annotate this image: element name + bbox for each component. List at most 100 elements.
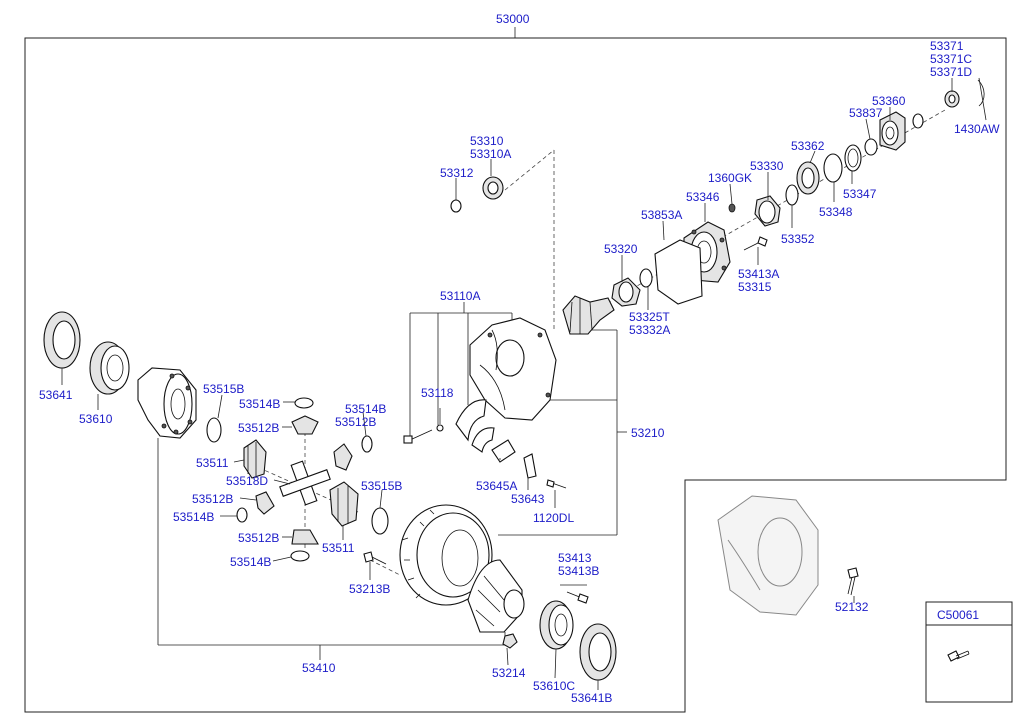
assembly-frame xyxy=(24,27,1007,713)
part-label-53110a[interactable]: 53110A xyxy=(440,289,480,303)
part-label-53348[interactable]: 53348 xyxy=(819,205,853,219)
carrier-housing-icon xyxy=(469,317,557,421)
part-label-53371c[interactable]: 53371C xyxy=(930,52,972,66)
group-brackets xyxy=(157,109,946,660)
pinion-washer-icon xyxy=(236,507,248,523)
part-label-53413a[interactable]: 53413A xyxy=(738,267,779,281)
inset-code[interactable]: C50061 xyxy=(937,608,979,622)
diff-pinion-gear-icon xyxy=(291,529,319,545)
part-label-53352[interactable]: 53352 xyxy=(781,232,815,246)
part-label-53315[interactable]: 53315 xyxy=(738,280,772,294)
part-label-53837[interactable]: 53837 xyxy=(849,106,883,120)
part-label-53610c[interactable]: 53610C xyxy=(533,679,575,693)
assembly-number[interactable]: 53000 xyxy=(496,12,530,26)
part-label-53310[interactable]: 53310 xyxy=(470,134,504,148)
part-label-53360[interactable]: 53360 xyxy=(872,94,906,108)
part-label-53410[interactable]: 53410 xyxy=(302,661,336,675)
o-ring-icon xyxy=(912,113,924,129)
side-gear-icon xyxy=(243,439,267,479)
part-label-53346[interactable]: 53346 xyxy=(686,190,720,204)
thrust-washer-icon xyxy=(206,417,222,443)
part-label-53413[interactable]: 53413 xyxy=(558,551,592,565)
inset-box xyxy=(925,601,1013,703)
part-label-53610[interactable]: 53610 xyxy=(79,412,113,426)
part-label-53312[interactable]: 53312 xyxy=(440,166,474,180)
part-label-53643[interactable]: 53643 xyxy=(511,492,545,506)
part-label-53514b[interactable]: 53514B xyxy=(230,555,271,569)
part-label-53413b[interactable]: 53413B xyxy=(558,564,599,578)
washer-icon xyxy=(864,138,878,156)
leader-lines xyxy=(61,77,987,690)
part-label-53515b[interactable]: 53515B xyxy=(361,479,402,493)
pinion-washer-icon xyxy=(290,550,310,562)
thrust-washer-icon xyxy=(371,507,389,535)
diff-pinion-gear-icon xyxy=(255,491,275,515)
differential-case-icon xyxy=(137,367,197,439)
part-label-53512b[interactable]: 53512B xyxy=(192,492,233,506)
pinion-shim-icon xyxy=(639,268,653,288)
snap-ring-icon xyxy=(450,199,462,213)
part-label-53514b[interactable]: 53514B xyxy=(173,510,214,524)
retainer-icon xyxy=(796,161,820,195)
part-label-52132[interactable]: 52132 xyxy=(835,600,869,614)
case-bolt-icon xyxy=(566,591,589,604)
cap-bolt-icon xyxy=(403,424,444,444)
part-label-1120dl[interactable]: 1120DL xyxy=(533,511,574,525)
part-label-53518d[interactable]: 53518D xyxy=(226,474,268,488)
side-bearing-cup-right-icon xyxy=(579,623,617,681)
diff-pinion-gear-icon xyxy=(333,443,353,471)
part-label-53347[interactable]: 53347 xyxy=(843,187,877,201)
lock-plate-icon xyxy=(491,439,516,463)
part-label-53371[interactable]: 53371 xyxy=(930,39,964,53)
pinion-side-parts xyxy=(450,79,985,335)
pinion-rear-bearing-icon xyxy=(611,277,641,307)
part-label-53512b[interactable]: 53512B xyxy=(238,531,279,545)
part-label-53515b[interactable]: 53515B xyxy=(203,382,244,396)
gasket-icon xyxy=(654,239,703,305)
part-label-1430aw[interactable]: 1430AW xyxy=(954,122,1000,136)
part-label-53310a[interactable]: 53310A xyxy=(470,147,511,161)
clip-bolt-icon xyxy=(546,479,567,489)
part-label-53511[interactable]: 53511 xyxy=(322,541,355,555)
part-label-53511[interactable]: 53511 xyxy=(196,456,229,470)
part-label-53332a[interactable]: 53332A xyxy=(629,323,670,337)
companion-flange-icon xyxy=(879,111,906,151)
pinion-nut-icon xyxy=(944,90,960,108)
part-label-53320[interactable]: 53320 xyxy=(604,242,638,256)
part-label-53214[interactable]: 53214 xyxy=(492,666,526,680)
part-label-53853a[interactable]: 53853A xyxy=(641,208,682,222)
cage-bolt-icon xyxy=(743,236,768,251)
shim-icon xyxy=(785,184,799,206)
pinion-washer-icon xyxy=(361,435,373,453)
part-label-53371d[interactable]: 53371D xyxy=(930,65,972,79)
part-label-53362[interactable]: 53362 xyxy=(791,139,825,153)
housing-bolt-icon xyxy=(847,567,859,596)
part-label-53118[interactable]: 53118 xyxy=(421,386,454,400)
side-bearing-cup-left-icon xyxy=(43,311,81,369)
part-label-53645a[interactable]: 53645A xyxy=(476,479,517,493)
pinion-bearing-icon xyxy=(754,195,781,227)
axle-housing-icon xyxy=(717,495,819,616)
part-label-53213b[interactable]: 53213B xyxy=(349,582,390,596)
side-bearing-right-icon xyxy=(539,600,574,650)
pinion-cross-icon xyxy=(279,460,331,506)
part-label-1360gk[interactable]: 1360GK xyxy=(708,171,752,185)
case-nut-icon xyxy=(502,633,518,649)
pinion-washer-icon xyxy=(294,397,314,409)
part-label-53512b[interactable]: 53512B xyxy=(335,415,376,429)
part-label-53641b[interactable]: 53641B xyxy=(571,691,612,705)
part-label-53210[interactable]: 53210 xyxy=(631,426,665,440)
part-label-53514b[interactable]: 53514B xyxy=(345,402,386,416)
part-label-53325t[interactable]: 53325T xyxy=(629,310,670,324)
differential-case-right-icon xyxy=(467,559,525,633)
part-label-53330[interactable]: 53330 xyxy=(750,159,784,173)
part-label-53512b[interactable]: 53512B xyxy=(238,421,279,435)
plug-icon xyxy=(728,203,736,213)
inset-bolt-icon xyxy=(947,650,970,662)
diff-pinion-gear-icon xyxy=(291,415,319,435)
drive-pinion-icon xyxy=(562,295,615,335)
part-label-53641[interactable]: 53641 xyxy=(39,388,73,402)
part-label-53514b[interactable]: 53514B xyxy=(239,397,280,411)
differential-parts xyxy=(43,311,389,565)
